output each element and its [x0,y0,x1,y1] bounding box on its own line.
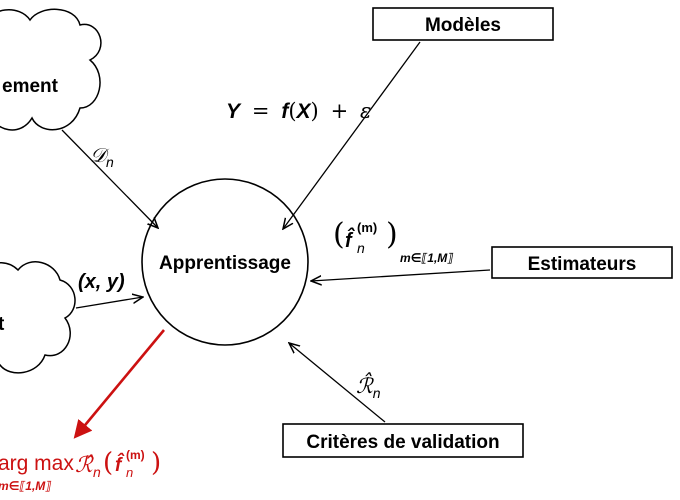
svg-text:f̂: f̂ [345,227,355,252]
svg-text:f̂: f̂ [115,453,125,476]
estimators-box [491,246,673,279]
svg-text:n: n [126,465,133,480]
estimators-label: Estimateurs [528,254,637,275]
svg-text:𝒟n: 𝒟n [90,143,114,170]
models-box [372,7,554,41]
data-label: 𝒟n [90,143,114,170]
svg-text:m∈⟦1,M⟧: m∈⟦1,M⟧ [400,251,453,265]
svg-text:Y = f(X) +: Y = f(X) + ε [226,99,371,123]
svg-text:(: ( [333,217,345,252]
arrow-learning-to-output [73,329,166,439]
learning-label: Apprentissage [159,253,291,274]
cloud-top [0,8,102,131]
risk-label: ℛ̂n [356,372,381,401]
cloud-top-label: ement [2,76,59,97]
svg-text:): ) [151,448,161,478]
svg-text:): ) [386,217,398,252]
criteria-box [282,423,524,458]
svg-text:ℛ̂n: ℛ̂n [356,372,381,401]
svg-text:n: n [357,240,365,256]
svg-text:n: n [93,464,101,480]
estimator-family-label: ( f̂ n (m) ) m∈⟦1,M⟧ [333,217,453,265]
svg-text:arg max: arg max [0,452,74,475]
arrow-estimators-to-learning [311,269,491,281]
models-label: Modèles [425,15,501,36]
model-equation: Y = f(X) + ε [226,99,371,123]
svg-text:(m): (m) [126,448,145,462]
svg-text:ℛ̂: ℛ̂ [75,453,95,478]
cloud-bottom-label: t [0,314,5,335]
arrow-criteria-to-learning [289,343,386,423]
criteria-label: Critères de validation [306,432,499,453]
learning-node [141,178,309,346]
arrow-data-to-learning [61,129,158,228]
svg-text:(m): (m) [357,220,377,235]
arrow-models-to-learning [283,41,421,229]
arrow-xy-to-learning [75,297,143,309]
svg-text:(: ( [103,448,113,478]
svg-text:m∈⟦1,M⟧: m∈⟦1,M⟧ [0,479,51,493]
pair-label: (x, y) [78,271,125,293]
cloud-bottom [0,261,76,374]
output-label: arg max ℛ̂ n ( f̂ n (m) ) m∈⟦1,M⟧ [0,448,161,493]
